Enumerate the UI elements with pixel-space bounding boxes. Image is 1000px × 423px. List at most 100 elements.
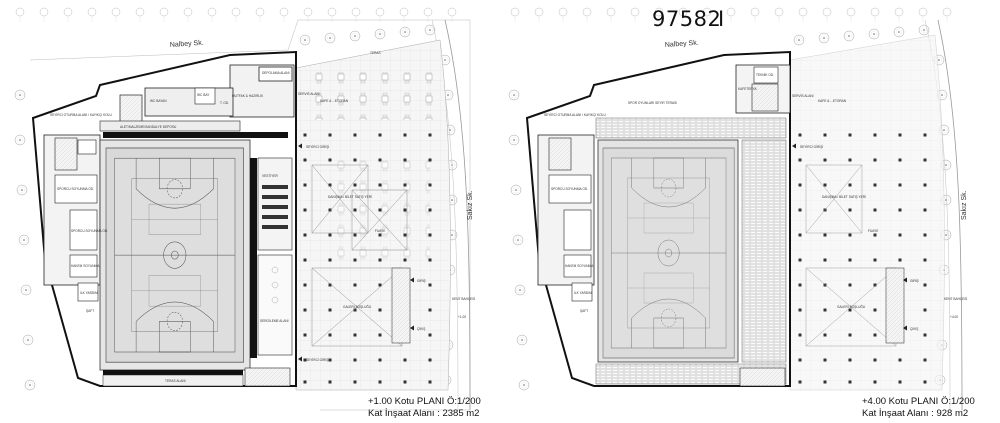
basketball-court <box>105 147 245 363</box>
street-north-label-2: Nalbey Sk. <box>665 40 699 49</box>
axis-marker <box>111 7 121 22</box>
column <box>923 183 927 187</box>
axis-marker <box>279 7 289 22</box>
column <box>328 380 332 384</box>
tree <box>14 89 26 101</box>
column <box>898 358 902 362</box>
column <box>798 308 802 312</box>
column <box>378 133 382 137</box>
sakiz-street-edge-right <box>937 19 963 411</box>
label-shaft: ŞAFT <box>86 309 94 313</box>
column <box>923 283 927 287</box>
label-entrance-side: GİRİŞ <box>417 278 426 283</box>
site-boundary <box>29 19 471 411</box>
axis-marker <box>303 7 313 22</box>
column <box>353 208 357 212</box>
column <box>798 333 802 337</box>
column <box>923 358 927 362</box>
column <box>428 258 432 262</box>
column <box>428 358 432 362</box>
stair-core-north-2 <box>751 83 779 112</box>
column <box>303 308 307 312</box>
column <box>303 333 307 337</box>
label-elevation-2: +4.00 <box>950 315 958 319</box>
column <box>898 158 902 162</box>
column <box>798 183 802 187</box>
column <box>798 380 802 384</box>
south-terrace <box>102 374 244 387</box>
column <box>798 208 802 212</box>
axis-marker <box>870 7 880 22</box>
changing-room-2 <box>69 209 98 251</box>
column <box>353 358 357 362</box>
column <box>403 133 407 137</box>
column <box>303 283 307 287</box>
referee-room-2 <box>563 254 592 278</box>
column <box>428 183 432 187</box>
column <box>378 233 382 237</box>
column <box>798 233 802 237</box>
wc-inner <box>194 87 216 105</box>
label-garden: KENT BAHÇESİ <box>452 296 475 301</box>
column <box>428 308 432 312</box>
column <box>378 208 382 212</box>
column <box>303 258 307 262</box>
axis-marker <box>942 7 952 22</box>
tree <box>374 28 386 40</box>
label-info: DANIŞMA / BİLET SATIŞ YERİ <box>328 194 372 199</box>
column <box>328 333 332 337</box>
column <box>823 358 827 362</box>
caption-area-2: Kat İnşaat Alanı : 928 m2 <box>862 408 968 419</box>
column <box>378 333 382 337</box>
axis-marker <box>774 7 784 22</box>
column <box>353 333 357 337</box>
sports-storage-strip <box>99 120 241 132</box>
label-exit-2: ÇIKIŞ <box>910 327 918 331</box>
column <box>873 208 877 212</box>
caption-area-1: Kat İnşaat Alanı : 2385 m2 <box>368 408 479 419</box>
vestiaire-racks <box>262 185 288 229</box>
column <box>823 283 827 287</box>
column <box>353 283 357 287</box>
column <box>378 358 382 362</box>
axis-marker <box>207 7 217 22</box>
first-aid-room-2 <box>571 282 593 302</box>
column <box>898 133 902 137</box>
label-service-2: SERVİS ALANI <box>792 93 814 98</box>
south-black-band <box>103 370 243 375</box>
label-lobby-2: GALERİ BOŞLUĞU <box>837 304 866 309</box>
label-sports-changing-2: SPORCU SOYUNMA OD. <box>551 187 588 191</box>
black-band-top <box>103 132 288 138</box>
column <box>328 233 332 237</box>
column <box>848 283 852 287</box>
column <box>848 158 852 162</box>
axis-marker <box>918 7 928 22</box>
changing-room-2a <box>548 174 592 204</box>
vestiaire-block <box>257 157 293 251</box>
column <box>923 158 927 162</box>
axis-marker <box>798 7 808 22</box>
label-shaft-2: ŞAFT <box>580 309 588 313</box>
axis-marker <box>894 7 904 22</box>
column <box>328 258 332 262</box>
label-elevation: +1.00 <box>458 315 466 319</box>
column <box>873 183 877 187</box>
tree <box>508 134 520 146</box>
label-referee-2: HAKEM SOYUNMA <box>565 264 594 268</box>
column <box>823 258 827 262</box>
first-aid-room <box>77 282 99 302</box>
column <box>848 358 852 362</box>
label-first-aid: İLK YARDIM <box>80 290 98 295</box>
column <box>353 183 357 187</box>
plaza-area-2 <box>789 34 945 391</box>
column <box>798 133 802 137</box>
exhibition-space <box>257 254 293 356</box>
axis-marker <box>63 7 73 22</box>
label-entrance-spectator: SEYİRCİ GİRİŞİ <box>306 357 329 362</box>
axis-marker <box>678 7 688 22</box>
label-info-2: DANIŞMA / BİLET SATIŞ YERİ <box>822 194 866 199</box>
column <box>823 233 827 237</box>
caption-title-2: +4.00 Kotu PLANI Ö:1/200 <box>862 396 975 407</box>
tree <box>20 284 32 296</box>
column <box>898 208 902 212</box>
